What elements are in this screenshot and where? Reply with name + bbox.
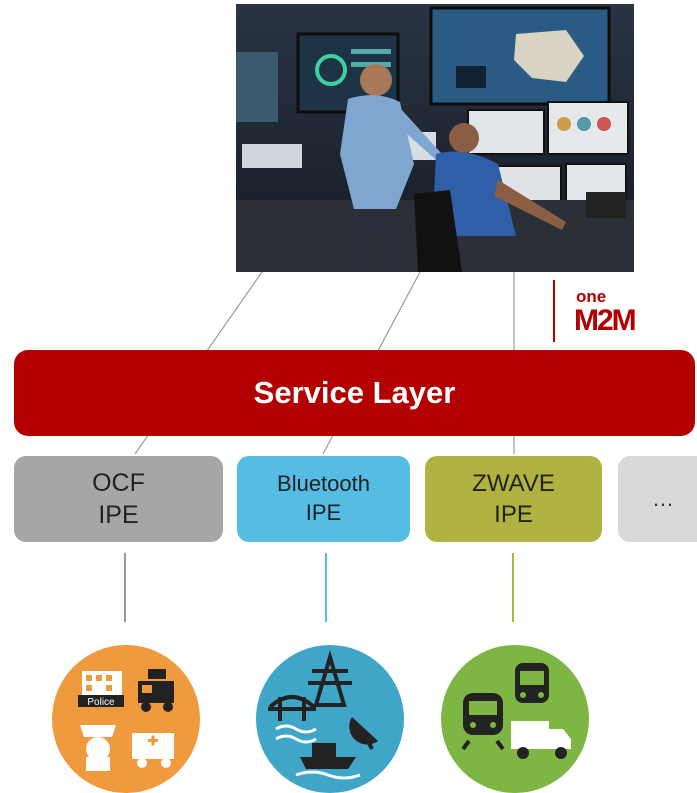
train-icon [461, 693, 505, 751]
fire-truck-icon [138, 669, 174, 712]
bluetooth-ipe-subtitle: IPE [305, 500, 342, 525]
police-building-icon: Police [78, 671, 124, 708]
ocf-ipe-subtitle: IPE [98, 501, 139, 529]
zwave-ipe-box: ZWAVE IPE [425, 456, 602, 542]
satellite-dish-icon [349, 717, 378, 750]
infrastructure-circle [256, 645, 404, 793]
more-ipe-box: … [618, 456, 697, 542]
police-officer-icon [80, 725, 116, 771]
zwave-ipe-title: ZWAVE [472, 469, 555, 497]
bluetooth-ipe-title: Bluetooth [277, 471, 370, 497]
svg-text:M2M: M2M [574, 304, 635, 337]
police-sign-text: Police [87, 697, 115, 708]
service-layer-label: Service Layer [253, 375, 456, 410]
ship-icon [295, 743, 361, 780]
bluetooth-ipe-box: Bluetooth IPE [237, 456, 410, 542]
service-layer-bar: Service Layer [14, 350, 695, 436]
ocf-ipe-box: OCF IPE [14, 456, 223, 542]
onem2m-logo: one M2M [552, 280, 668, 342]
transportation-circle [441, 645, 589, 793]
more-ipe-ellipsis: … [652, 485, 674, 511]
bus-icon [515, 663, 549, 703]
ambulance-icon [132, 733, 174, 768]
bridge-icon [268, 695, 317, 744]
truck-icon [511, 721, 571, 759]
svg-text:one: one [576, 287, 606, 306]
ocf-ipe-title: OCF [92, 468, 145, 497]
power-tower-icon [308, 649, 352, 707]
public-safety-circle: Police [52, 645, 200, 793]
zwave-ipe-subtitle: IPE [494, 501, 533, 528]
control-room-photo [236, 4, 634, 272]
